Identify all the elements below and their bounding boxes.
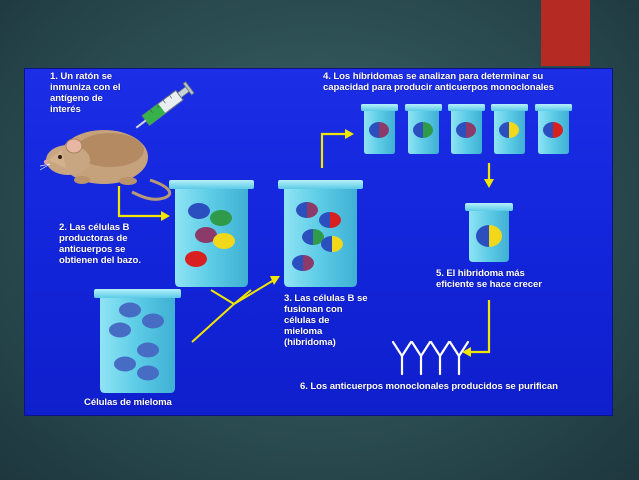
arrow-icon	[191, 276, 280, 343]
arrow-icon	[484, 163, 494, 188]
step-6-label: 6. Los anticuerpos monoclonales producid…	[300, 381, 558, 392]
beaker-icon	[361, 104, 398, 154]
step-1-label: 1. Un ratón se inmuniza con el antígeno …	[50, 71, 121, 115]
syringe-icon	[135, 81, 195, 129]
beaker-icon	[535, 104, 572, 154]
beaker-icon	[169, 180, 254, 287]
beaker-icon	[448, 104, 485, 154]
step-2-label: 2. Las células B productoras de anticuer…	[59, 222, 141, 266]
arrow-icon	[462, 300, 491, 357]
beaker-icon	[94, 289, 181, 393]
step-3-label: 3. Las células B se fusionan con células…	[284, 293, 368, 348]
step-5-label: 5. El hibridoma más eficiente se hace cr…	[436, 268, 542, 290]
antibody-icon	[391, 340, 470, 376]
arrow-icon	[320, 129, 354, 168]
mouse-icon	[39, 130, 172, 201]
beaker-icon	[278, 180, 363, 287]
accent-bar	[541, 0, 590, 66]
step-4-label: 4. Los híbridomas se analizan para deter…	[323, 71, 554, 93]
beaker-icon	[405, 104, 442, 154]
beaker-icon	[491, 104, 528, 154]
myeloma-label: Células de mieloma	[84, 397, 172, 408]
beaker-icon	[465, 203, 513, 262]
arrow-icon	[117, 186, 170, 221]
